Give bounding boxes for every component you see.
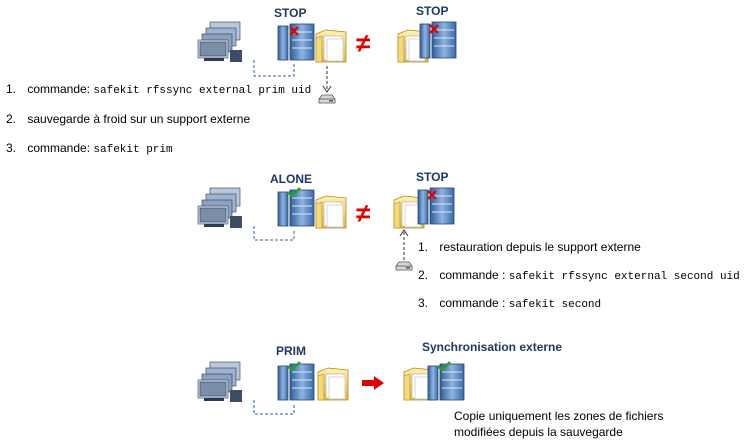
scene1-step-3: 3. commande: safekit prim [6,141,173,156]
step-number: 1. [6,82,17,96]
scene2-step-3: 3. commande : safekit second [418,296,601,311]
scene2-right-state-label: STOP [416,170,449,184]
scene3-left-check-icon [287,361,301,372]
scene1-left-stop-icon [289,26,299,36]
scene2-step-2: 2. commande : safekit rfssync external s… [418,268,740,283]
scene1-step-1: 1. commande: safekit rfssync external pr… [6,82,311,97]
step-text: commande : [439,268,506,282]
step-number: 1. [418,240,429,254]
scene2-not-equal-sign: ≠ [356,198,371,228]
step-command: safekit second [508,299,602,311]
scene2-step-1: 1. restauration depuis le support extern… [418,240,641,254]
step-text: commande : [439,296,506,310]
scene3-left-state-label: PRIM [276,344,306,358]
scene1-not-equal-sign: ≠ [356,28,371,58]
step-command: safekit prim [93,144,173,156]
scene2-left-state-label: ALONE [270,172,312,186]
scene2-left-check-icon [287,187,301,198]
scene2-right-stop-icon [427,190,437,200]
step-number: 2. [418,268,429,282]
scene1-right-stop-icon [429,24,439,34]
scene3-right-state-label: Synchronisation externe [422,340,563,354]
step-text: commande: [27,141,91,155]
scene3-note: Copie uniquement les zones de fichiers m… [454,408,663,440]
step-number: 3. [418,296,429,310]
scene3-sync-arrow-icon [362,376,384,390]
scene3-right-check-icon [437,361,451,372]
scene1-step-2: 2. sauvegarde à froid sur un support ext… [6,112,250,126]
scene1-right-state-label: STOP [416,4,449,18]
step-text: sauvegarde à froid sur un support extern… [27,112,251,126]
step-number: 2. [6,112,17,126]
step-text: restauration depuis le support externe [439,240,641,254]
scene3-note-line-1: Copie uniquement les zones de fichiers [454,409,664,423]
step-command: safekit rfssync external prim uid [93,85,312,97]
scene3-note-line-2: modifiées depuis la sauvegarde [454,425,623,439]
scene1-left-state-label: STOP [274,6,307,20]
step-number: 3. [6,141,17,155]
step-command: safekit rfssync external second uid [508,271,740,283]
step-text: commande: [27,82,91,96]
